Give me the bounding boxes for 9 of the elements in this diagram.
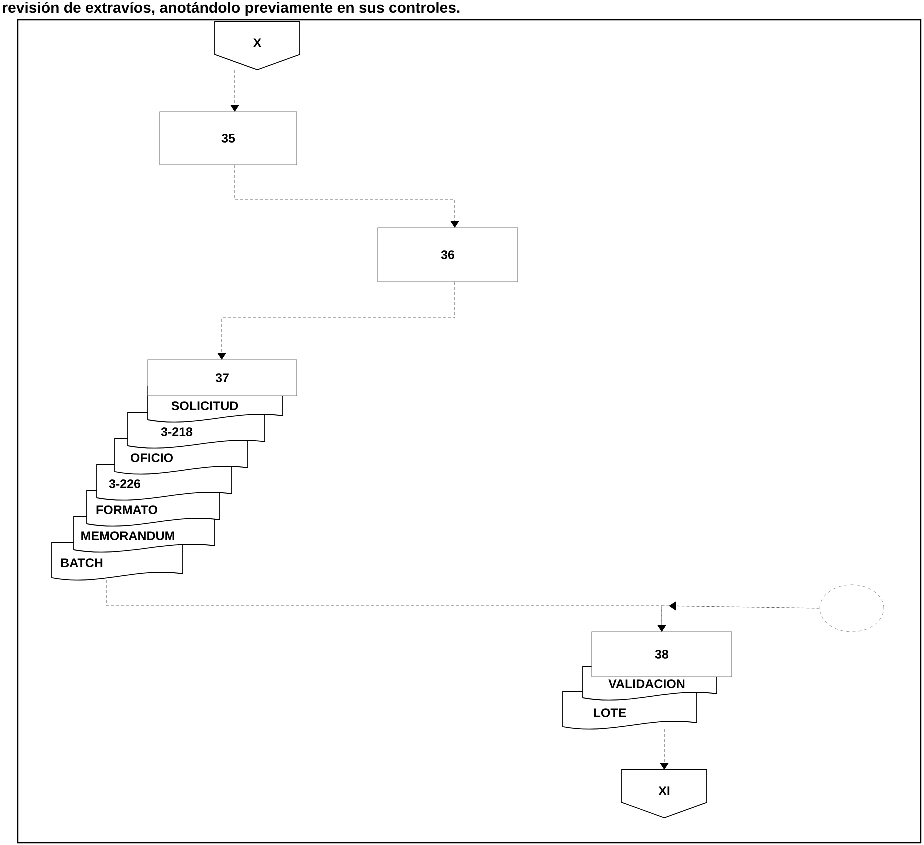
- off-page-connector: X: [214, 22, 300, 70]
- off-page-connector: XI: [622, 770, 708, 818]
- process-box: 35: [160, 112, 298, 166]
- arrow: [234, 164, 460, 228]
- process-box: 38: [592, 632, 732, 678]
- heading: revisión de extravíos, anotándolo previamente en sus controles.: [3, 2, 460, 16]
- connector-circle: [820, 584, 884, 632]
- process-box: 36: [378, 228, 518, 282]
- process-box: 37: [148, 360, 298, 396]
